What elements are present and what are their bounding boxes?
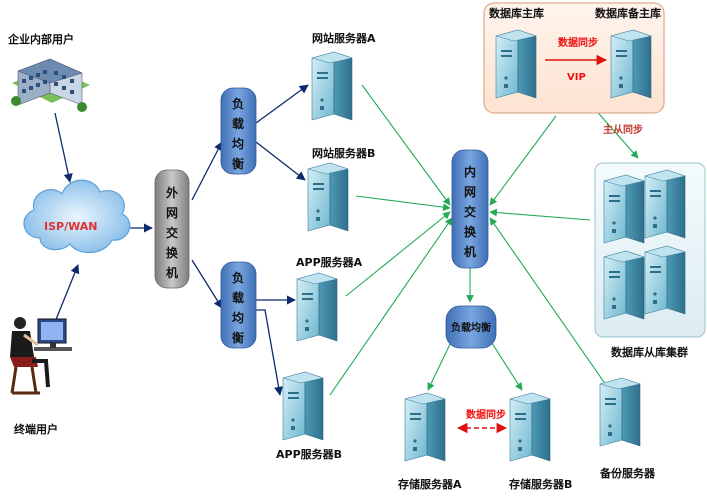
storage-server-a-icon bbox=[404, 392, 446, 462]
terminal-user-icon bbox=[10, 317, 72, 395]
app-server-b-icon bbox=[282, 371, 324, 441]
vip-label: VIP bbox=[567, 72, 586, 83]
load-balancer-1-node: 负 载 均 衡 bbox=[220, 87, 257, 175]
building-icon bbox=[11, 58, 90, 112]
lb2-char: 均 bbox=[232, 310, 244, 325]
arrow-lb1-to-web-a bbox=[255, 84, 309, 124]
db-slave-cluster-label: 数据库从库集群 bbox=[611, 345, 688, 359]
arrow-switch-to-lb1 bbox=[191, 141, 223, 201]
db-slave-3-icon bbox=[603, 250, 645, 320]
db-slave-2-icon bbox=[644, 169, 686, 239]
web-server-a-icon bbox=[311, 51, 353, 121]
storage-server-b-icon bbox=[509, 392, 551, 462]
backup-server-icon bbox=[599, 377, 641, 447]
arrow-app-a-to-internal bbox=[345, 211, 451, 297]
lb2-char: 负 bbox=[232, 270, 244, 285]
db-slave-cluster-group bbox=[594, 162, 706, 338]
internal-switch-char: 机 bbox=[464, 244, 476, 259]
external-switch-char: 机 bbox=[166, 265, 178, 280]
external-switch-char: 换 bbox=[166, 245, 179, 260]
lb2-char: 载 bbox=[232, 290, 244, 305]
arrow-lb1-to-web-b bbox=[255, 141, 306, 181]
db-slave-4-icon bbox=[644, 245, 686, 315]
external-switch-char: 交 bbox=[166, 225, 178, 240]
arrow-switch-to-lb2 bbox=[191, 259, 223, 309]
db-master-group: 数据库主库 数据库备主库 数据同步 VIP bbox=[483, 2, 665, 114]
isp-wan-label: ISP/WAN bbox=[44, 220, 97, 233]
arrow-lb3-to-storage-a bbox=[427, 339, 453, 391]
internal-switch-char: 交 bbox=[464, 204, 476, 219]
db-standby-label: 数据库备主库 bbox=[595, 6, 661, 20]
storage-sync-label: 数据同步 bbox=[466, 408, 506, 421]
internal-switch-node: 内 网 交 换 机 bbox=[451, 149, 489, 269]
db-master-icon bbox=[495, 29, 537, 99]
load-balancer-3-label: 负载均衡 bbox=[451, 321, 491, 334]
web-server-b-icon bbox=[307, 162, 349, 232]
arrow-backup-to-internal bbox=[489, 217, 607, 386]
arrow-lb3-to-storage-b bbox=[489, 339, 523, 391]
external-switch-char: 外 bbox=[166, 185, 178, 200]
arrow-db-to-internal bbox=[489, 115, 557, 206]
arrow-web-a-to-internal bbox=[361, 84, 451, 206]
db-slave-1-icon bbox=[603, 174, 645, 244]
db-standby-icon bbox=[610, 29, 652, 99]
internal-switch-char: 网 bbox=[464, 185, 476, 199]
green-connections bbox=[329, 84, 639, 396]
storage-server-a-label: 存储服务器A bbox=[398, 477, 462, 491]
lb1-char: 均 bbox=[232, 136, 244, 151]
blue-connections bbox=[54, 84, 309, 396]
lb1-char: 负 bbox=[232, 96, 244, 111]
arrow-lb2-to-app-b bbox=[256, 309, 284, 396]
app-server-b-label: APP服务器B bbox=[276, 447, 342, 461]
enterprise-users-label: 企业内部用户 bbox=[7, 32, 74, 46]
internal-switch-char: 换 bbox=[464, 224, 477, 239]
db-sync-label: 数据同步 bbox=[558, 36, 598, 49]
external-switch-node: 外 网 交 换 机 bbox=[154, 169, 190, 289]
lb1-char: 衡 bbox=[232, 156, 244, 171]
arrow-terminal-to-isp bbox=[54, 264, 80, 323]
web-server-b-label: 网站服务器B bbox=[312, 146, 375, 160]
load-balancer-2-node: 负 载 均 衡 bbox=[220, 261, 257, 349]
backup-server-label: 备份服务器 bbox=[599, 466, 656, 480]
arrow-slave-cluster-to-internal bbox=[489, 208, 591, 221]
storage-server-b-label: 存储服务器B bbox=[509, 477, 572, 491]
arrow-web-b-to-internal bbox=[355, 195, 451, 211]
app-server-a-icon bbox=[296, 272, 338, 342]
arrow-app-b-to-internal bbox=[329, 217, 453, 396]
cloud-icon bbox=[23, 179, 131, 254]
web-server-a-label: 网站服务器A bbox=[312, 31, 376, 45]
external-switch-char: 网 bbox=[166, 206, 178, 220]
app-server-a-label: APP服务器A bbox=[296, 255, 363, 269]
load-balancer-3-node: 负载均衡 bbox=[445, 305, 497, 349]
lb2-char: 衡 bbox=[232, 330, 244, 345]
internal-switch-char: 内 bbox=[464, 164, 476, 179]
terminal-users-label: 终端用户 bbox=[14, 422, 58, 436]
lb1-char: 载 bbox=[232, 116, 244, 131]
master-slave-sync-label: 主从同步 bbox=[603, 123, 643, 136]
db-master-label: 数据库主库 bbox=[489, 6, 544, 20]
arrow-enterprise-to-isp bbox=[54, 112, 73, 183]
